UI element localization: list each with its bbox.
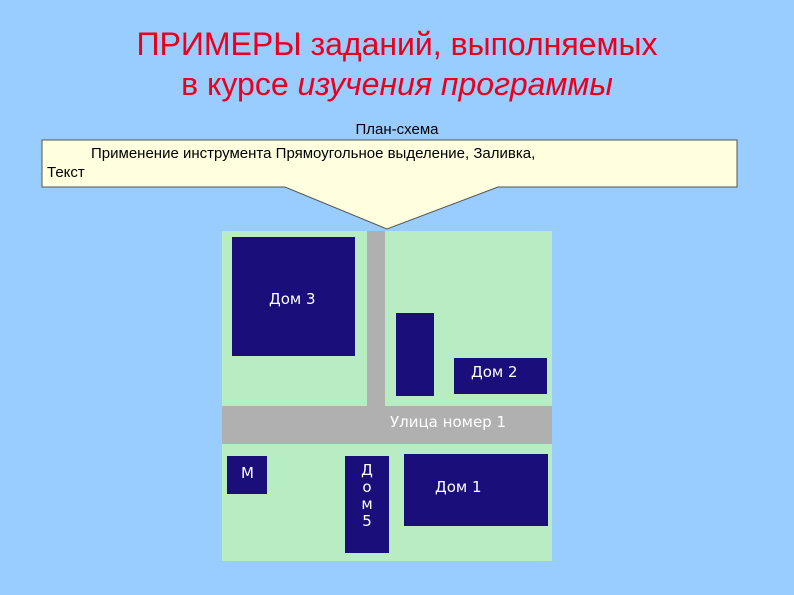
title-line-2-plain: в курсе [181, 66, 298, 102]
house-dom-2: Дом 2 [454, 358, 547, 394]
house-dom-2-label: Дом 2 [471, 363, 518, 381]
dom-5-letter-4: 5 [362, 512, 372, 530]
house-dom-1-label: Дом 1 [435, 478, 482, 496]
slide-title: ПРИМЕРЫ заданий, выполняемых в курсе изу… [0, 24, 794, 104]
house-tall-unlabeled [396, 313, 434, 396]
callout-text: Применение инструмента Прямоугольное выд… [47, 144, 727, 182]
callout-line-1: Применение инструмента Прямоугольное выд… [47, 144, 727, 163]
house-dom-5-label: Д о м 5 [345, 462, 389, 530]
house-dom-3: Дом 3 [232, 237, 355, 356]
house-dom-3-label: Дом 3 [269, 290, 316, 308]
title-line-2-italic: изучения программы [297, 66, 613, 102]
street-label: Улица номер 1 [390, 413, 507, 431]
title-line-1: ПРИМЕРЫ заданий, выполняемых [136, 26, 658, 62]
plan-subtitle: План-схема [355, 121, 439, 138]
house-dom-1: Дом 1 [404, 454, 548, 526]
callout-bold-tools: Прямоугольное выделение, Заливка, [275, 145, 536, 162]
side-street [367, 231, 385, 406]
title-line-2: в курсе изучения программы [0, 64, 794, 104]
dom-5-letter-3: м [361, 495, 373, 513]
main-street [222, 406, 552, 444]
dom-5-letter-2: о [362, 478, 372, 496]
callout-prefix: Применение инструмента [91, 145, 276, 162]
dom-5-letter-1: Д [361, 461, 373, 479]
plan-map: Улица номер 1 Дом 3 Дом 2 М Д о м 5 Дом … [222, 231, 552, 561]
house-dom-5: Д о м 5 [345, 456, 389, 553]
callout-line-2: Текст [47, 164, 85, 181]
house-m-label: М [241, 464, 254, 482]
house-m: М [227, 456, 267, 494]
callout-shape [41, 139, 738, 230]
